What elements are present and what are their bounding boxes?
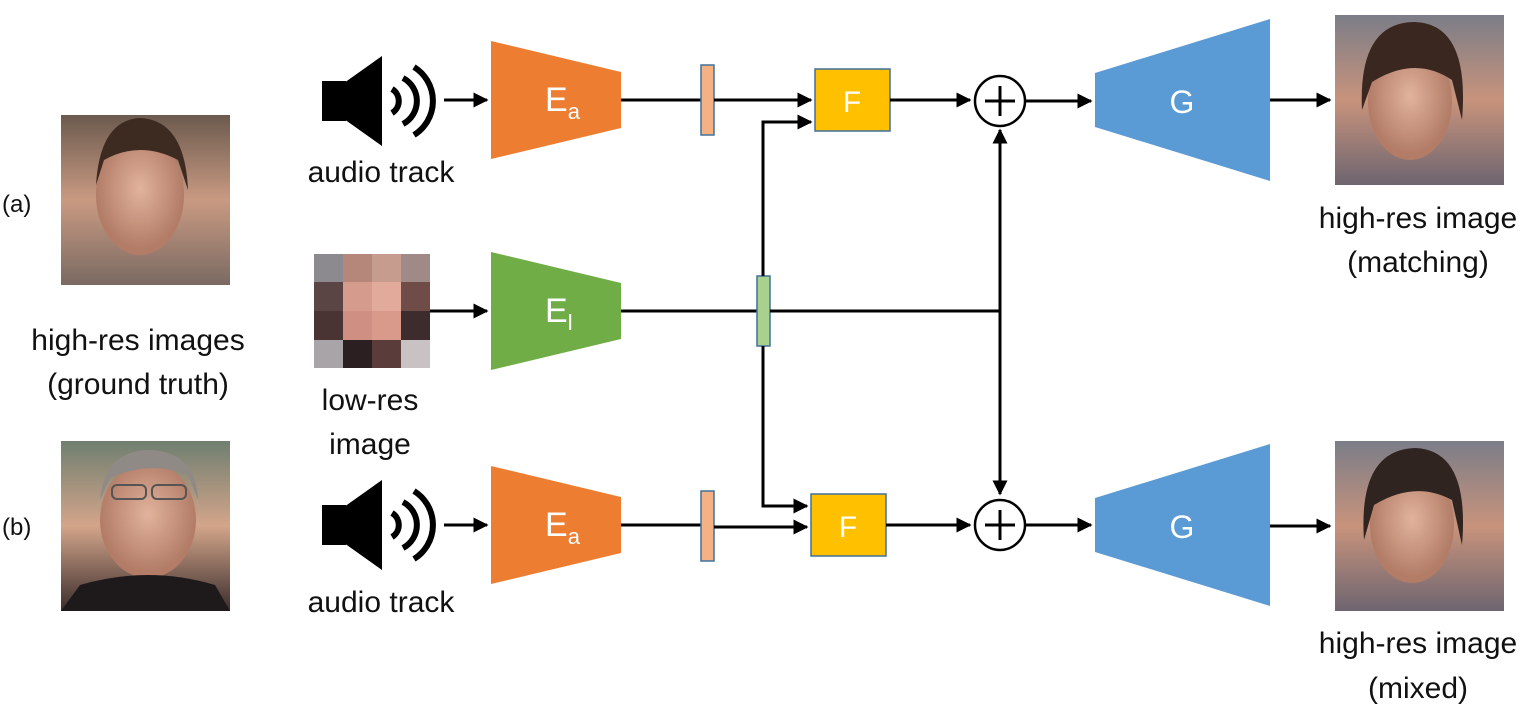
arrow-feature-to-fusion-top-skip — [761, 114, 813, 276]
svg-text:Ea: Ea — [545, 506, 581, 549]
sum-icon-top — [973, 74, 1027, 128]
speaker-icon-bottom — [322, 480, 436, 570]
ground-truth-caption-line2: (ground truth) — [47, 368, 229, 401]
svg-text:F: F — [839, 511, 857, 544]
fusion-block-top: F — [814, 68, 891, 132]
svg-text:G: G — [1170, 509, 1195, 545]
audio-feature-vector-bottom — [700, 490, 715, 562]
svg-text:F: F — [843, 86, 861, 119]
audio-track-label-bottom: audio track — [308, 586, 456, 619]
output-photo-matching — [1335, 15, 1504, 185]
output-photo-mixed — [1335, 441, 1504, 611]
svg-text:Ea: Ea — [545, 81, 581, 124]
generator-block-top: G — [1095, 19, 1270, 181]
output-caption-matching-line1: high-res image — [1319, 202, 1517, 235]
audio-feature-vector-top — [700, 64, 715, 136]
arrow-feature-to-fusion-bottom-skip — [761, 346, 809, 514]
image-encoder: El — [491, 252, 621, 370]
audio-encoder-top: Ea — [491, 41, 621, 159]
audio-encoder-bottom: Ea — [491, 466, 621, 584]
generator-block-bottom: G — [1095, 444, 1270, 606]
row-label-a: (a) — [2, 191, 31, 218]
image-feature-vector — [756, 275, 771, 347]
fusion-block-bottom: F — [810, 493, 887, 557]
low-res-photo — [314, 254, 430, 368]
svg-text:G: G — [1170, 84, 1195, 120]
speaker-icon — [322, 56, 436, 146]
low-res-caption-line2: image — [329, 428, 411, 461]
output-caption-mixed-line2: (mixed) — [1368, 672, 1468, 705]
audio-track-label-top: audio track — [308, 156, 456, 189]
output-caption-matching-line2: (matching) — [1347, 246, 1489, 279]
ground-truth-caption-line1: high-res images — [31, 324, 244, 357]
ground-truth-photo-a — [61, 115, 230, 285]
output-caption-mixed-line1: high-res image — [1319, 627, 1517, 660]
row-label-b: (b) — [2, 514, 31, 541]
ground-truth-photo-b — [61, 441, 230, 611]
svg-text:El: El — [545, 292, 573, 335]
sum-icon-bottom — [973, 498, 1027, 552]
low-res-caption-line1: low-res — [322, 384, 419, 417]
